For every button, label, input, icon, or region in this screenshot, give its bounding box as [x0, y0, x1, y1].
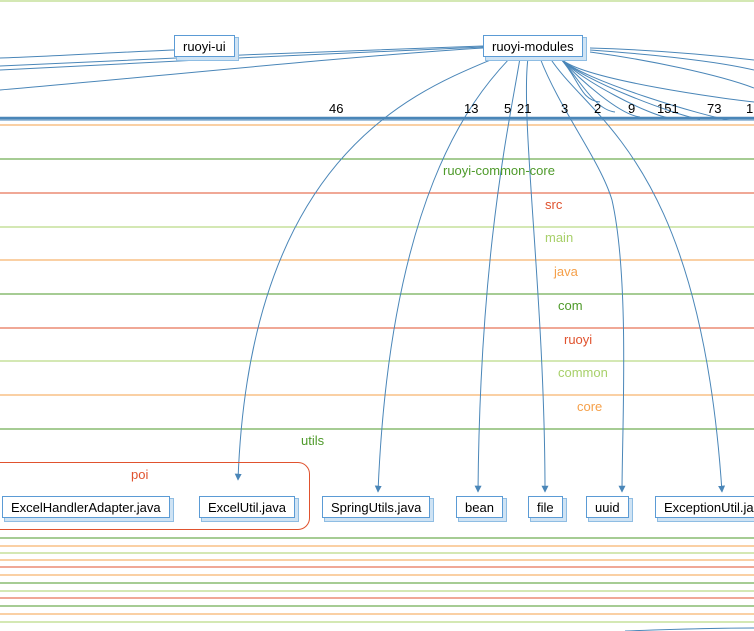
dependency-edge	[0, 49, 175, 59]
edge-count-label: 13	[464, 101, 479, 116]
dependency-edge	[589, 47, 754, 61]
package-label-ruoyi-common-core: ruoyi-common-core	[443, 163, 555, 178]
dependency-edge	[624, 627, 754, 631]
dependency-edge	[474, 57, 521, 493]
node-ruoyi-ui[interactable]: ruoyi-ui	[174, 35, 235, 57]
node-springutils-java[interactable]: SpringUtils.java	[322, 496, 431, 518]
edge-count-label: 1	[746, 101, 754, 116]
edge-count-label: 21	[517, 101, 532, 116]
node-bean[interactable]: bean	[456, 496, 503, 518]
edge-count-label: 3	[561, 101, 569, 116]
dependency-edge	[0, 45, 484, 67]
package-label-utils: utils	[301, 433, 325, 448]
edge-count-label: 9	[628, 101, 636, 116]
edge-count-label: 73	[707, 101, 722, 116]
node-ruoyi-modules[interactable]: ruoyi-modules	[483, 35, 583, 57]
dependency-edge	[549, 57, 726, 493]
edge-count-label: 2	[594, 101, 602, 116]
package-label-main: main	[545, 230, 574, 245]
package-label-common: common	[558, 365, 608, 380]
dependency-edge	[234, 57, 496, 481]
package-label-ruoyi: ruoyi	[564, 332, 593, 347]
node-excelhandleradapter-java[interactable]: ExcelHandlerAdapter.java	[2, 496, 170, 518]
package-label-core: core	[577, 399, 603, 414]
dependency-edges	[0, 45, 754, 631]
node-file[interactable]: file	[528, 496, 563, 518]
dependency-edge	[0, 47, 484, 91]
dependency-edge	[559, 57, 671, 119]
dependency-edge	[559, 57, 754, 103]
node-uuid[interactable]: uuid	[586, 496, 629, 518]
dependency-edge	[0, 46, 484, 71]
edge-count-label: 5	[504, 101, 512, 116]
package-label-java: java	[554, 264, 578, 279]
dependency-edge	[589, 51, 754, 89]
dependency-edge	[589, 49, 754, 71]
dependency-edge	[525, 57, 549, 493]
dependency-edge	[559, 57, 731, 121]
package-label-src: src	[545, 197, 563, 212]
node-excelutil-java[interactable]: ExcelUtil.java	[199, 496, 296, 518]
edge-count-label: 151	[657, 101, 679, 116]
dependency-edge	[539, 57, 626, 493]
poi-package-frame	[0, 462, 310, 530]
package-label-poi: poi	[131, 467, 149, 482]
package-label-com: com	[558, 298, 583, 313]
edge-count-label: 46	[329, 101, 344, 116]
dependency-edge	[374, 57, 511, 493]
node-exceptionutil-java[interactable]: ExceptionUtil.ja	[655, 496, 754, 518]
